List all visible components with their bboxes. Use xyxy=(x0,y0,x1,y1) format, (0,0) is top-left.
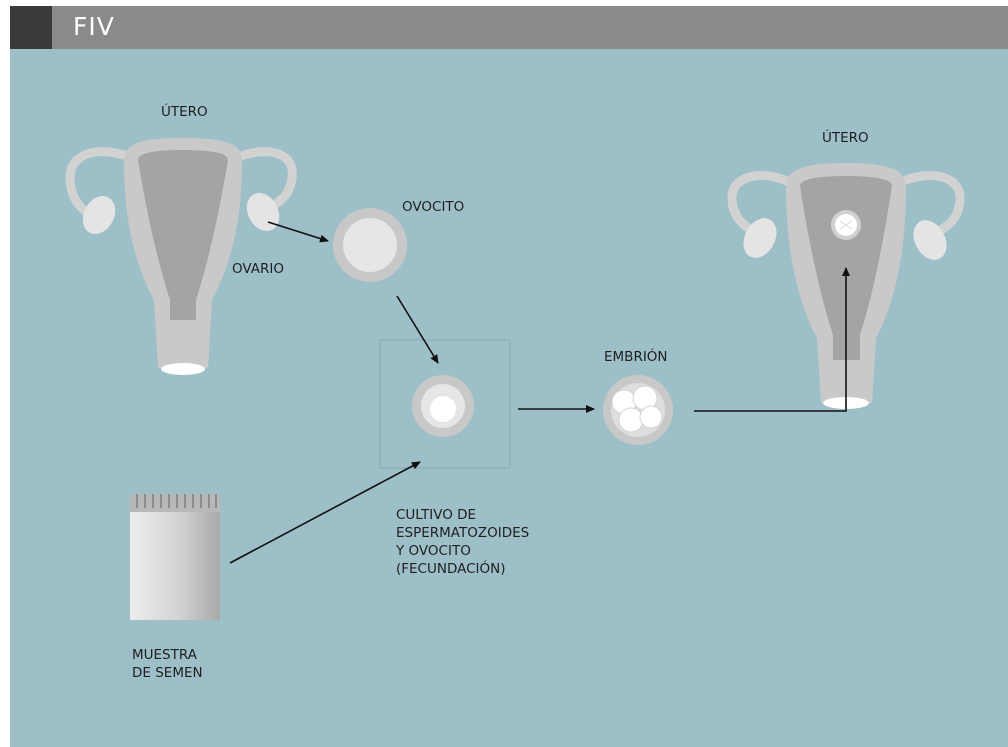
uterus-left-illustration xyxy=(70,138,292,375)
label-semen-sample: MUESTRA DE SEMEN xyxy=(132,646,203,682)
label-uterus-right: ÚTERO xyxy=(822,129,869,147)
process-arrows xyxy=(230,222,846,563)
embryo-illustration xyxy=(603,375,673,445)
label-oocyte: OVOCITO xyxy=(402,198,464,216)
label-ovary: OVARIO xyxy=(232,260,284,278)
label-culture: CULTIVO DE ESPERMATOZOIDES Y OVOCITO (FE… xyxy=(396,506,529,578)
label-embryo: EMBRIÓN xyxy=(604,348,668,366)
arrow-oocyte-to-culture xyxy=(397,296,438,363)
label-culture-line-2: ESPERMATOZOIDES xyxy=(396,524,529,542)
label-culture-line-1: CULTIVO DE xyxy=(396,506,529,524)
ovary-left-b xyxy=(240,187,285,236)
label-culture-line-3: Y OVOCITO xyxy=(396,542,529,560)
arrow-ovary-to-oocyte xyxy=(268,222,328,241)
label-semen-line-1: MUESTRA xyxy=(132,646,203,664)
label-uterus-left: ÚTERO xyxy=(161,103,208,121)
uterus-left-cervix xyxy=(161,363,205,375)
arrow-semen-to-culture xyxy=(230,462,420,563)
label-culture-line-4: (FECUNDACIÓN) xyxy=(396,560,529,578)
label-semen-line-2: DE SEMEN xyxy=(132,664,203,682)
culture-dish xyxy=(380,340,510,468)
oocyte-illustration xyxy=(333,208,407,282)
semen-sample-container xyxy=(130,494,220,620)
